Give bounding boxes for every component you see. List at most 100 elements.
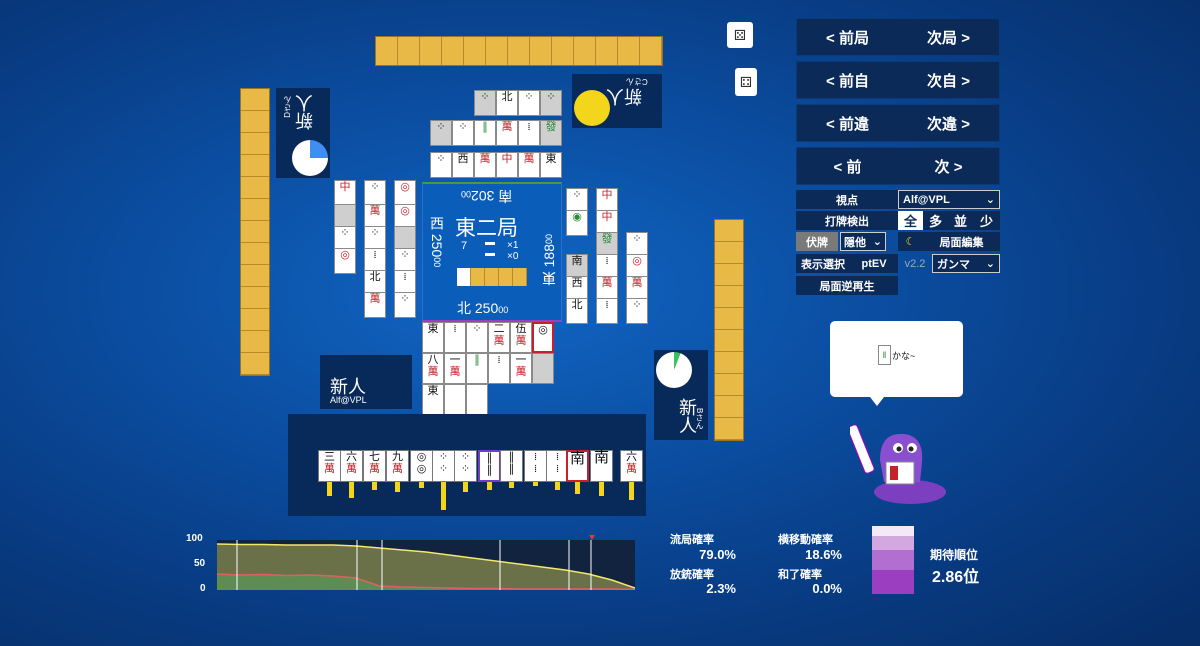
discard-tile: ⁞ xyxy=(596,254,618,280)
series-area xyxy=(217,574,635,590)
hidden-toggle[interactable]: 伏牌 xyxy=(796,232,838,251)
detect-many-button[interactable]: 多 xyxy=(923,211,948,230)
eval-bar xyxy=(419,482,424,488)
next-step-button[interactable]: 次 > xyxy=(934,158,963,176)
next-diff-button[interactable]: 次違 > xyxy=(927,115,970,133)
hidden-select[interactable]: 隠他 ⌄ xyxy=(840,232,886,251)
eval-bar xyxy=(327,482,332,496)
hand-tile[interactable]: 七萬 xyxy=(363,450,386,482)
discard-tile: ⁞ xyxy=(394,270,416,296)
prev-diff-button[interactable]: < 前違 xyxy=(826,115,869,133)
discard-tile: ⁘ xyxy=(364,180,386,206)
player-top-name: 新人 xyxy=(606,86,642,106)
center-panel: 南 30200 西 25000 東二局 7 ×1 ×0 東 18800 北 25… xyxy=(422,182,562,322)
hand-tile[interactable]: ◎◎ xyxy=(410,450,433,482)
hand-tile-top: 南 xyxy=(569,449,585,467)
discard-tile: 中 xyxy=(334,180,356,206)
discard-tile xyxy=(466,384,488,415)
ptev-button[interactable]: ptEV xyxy=(850,254,898,273)
prev-self-button[interactable]: < 前自 xyxy=(826,72,869,90)
hand-tile-top: ⁘ xyxy=(438,450,449,463)
hand-tile[interactable]: 六萬 xyxy=(620,450,643,482)
top-wall xyxy=(375,36,663,66)
player-left-pie xyxy=(292,140,328,176)
hand-tile[interactable]: 南 xyxy=(590,450,613,482)
detect-normal-button[interactable]: 並 xyxy=(948,211,973,230)
discard-tile: ◎ xyxy=(394,180,416,206)
player-left-name: 新人 xyxy=(295,94,315,130)
hand-tile-bottom: 萬 xyxy=(346,462,357,475)
eval-bar xyxy=(533,482,538,486)
eval-bar xyxy=(372,482,377,490)
discard-tile: ⁞ xyxy=(596,298,618,324)
discard-tile: 萬 xyxy=(364,292,386,318)
discard-tile: ⁘ xyxy=(474,90,496,116)
hand-tile-top: 九 xyxy=(392,450,403,463)
next-round-button[interactable]: 次局 > xyxy=(927,29,970,47)
discard-tile: 八萬 xyxy=(422,353,444,384)
display-select-button[interactable]: 表示選択 xyxy=(796,254,850,273)
discard-tile: ⁞ xyxy=(518,120,540,146)
probability-chart xyxy=(217,540,635,590)
dora-indicator-row xyxy=(457,268,527,286)
eval-bar xyxy=(395,482,400,492)
discard-tile: ‖ xyxy=(474,120,496,146)
player-left-box: 新人 Dさん xyxy=(276,88,330,178)
y-label-50: 50 xyxy=(194,558,206,569)
hand-tile-bottom: ⁘ xyxy=(438,462,449,475)
hand-tile[interactable]: 三萬 xyxy=(318,450,341,482)
hand-tile-top: ⁞ xyxy=(555,450,560,463)
hand-tile-bottom: ⁞ xyxy=(533,462,538,475)
hand-tile[interactable]: 六萬 xyxy=(340,450,363,482)
discard-tile: 東 xyxy=(422,384,444,415)
viewpoint-select[interactable]: Alf@VPL⌄ xyxy=(898,190,1000,209)
hand-tile[interactable]: 九萬 xyxy=(386,450,409,482)
hand-tile[interactable]: 南 xyxy=(566,450,589,482)
hand-tile-bottom: 萬 xyxy=(324,462,335,475)
discard-tile: 萬 xyxy=(518,152,540,178)
player-top-box: 新人 Cさん xyxy=(572,74,662,128)
hand-tile[interactable]: ⁞⁞ xyxy=(524,450,547,482)
hand-tile-top: 三 xyxy=(324,450,335,463)
prev-next-round: < 前局 次局 > xyxy=(796,18,1000,56)
detect-few-button[interactable]: 少 xyxy=(973,211,1000,230)
discard-tile: ⁘ xyxy=(626,298,648,324)
moon-icon[interactable]: ☾ xyxy=(898,232,923,251)
gamma-select[interactable]: ガンマ⌄ xyxy=(932,254,1000,273)
chevron-down-icon: ⌄ xyxy=(872,236,882,248)
round-label: 東二局 xyxy=(455,216,518,240)
y-label-100: 100 xyxy=(186,533,203,544)
win-prob-label: 和了確率 xyxy=(778,569,822,581)
hand-tile[interactable]: ⁘⁘ xyxy=(432,450,455,482)
south-score: 南 30200 xyxy=(461,188,513,204)
discard-tile: 東 xyxy=(422,322,444,353)
discard-tile: ⁘ xyxy=(430,120,452,146)
hidden-value: 隠他 xyxy=(844,236,866,249)
hand-tile-top: ‖ xyxy=(486,451,493,464)
hand-tile-top: ‖ xyxy=(508,450,515,463)
hand-tile[interactable]: ‖‖ xyxy=(478,450,501,482)
detect-all-button[interactable]: 全 xyxy=(898,211,923,230)
expected-rank-label: 期待順位 xyxy=(930,548,979,562)
discard-tile: ⁞ xyxy=(444,322,466,353)
prev-round-button[interactable]: < 前局 xyxy=(826,29,869,47)
prev-step-button[interactable]: < 前 xyxy=(833,158,862,176)
bubble-tail xyxy=(870,397,884,406)
replay-button[interactable]: 局面逆再生 xyxy=(796,276,898,295)
next-self-button[interactable]: 次自 > xyxy=(927,72,970,90)
viewpoint-value: Alf@VPL xyxy=(903,193,950,206)
hand-tile-top: 南 xyxy=(593,448,609,466)
board-edit-button[interactable]: 局面編集 xyxy=(923,232,1000,251)
eval-bar xyxy=(487,482,492,490)
eval-bar xyxy=(629,482,634,500)
prev-next-self: < 前自 次自 > xyxy=(796,61,1000,99)
discard-tile: ‖ xyxy=(466,353,488,384)
hand-tile-bottom: 萬 xyxy=(392,462,403,475)
left-wall xyxy=(240,88,270,376)
draw-prob-label: 流局確率 xyxy=(670,534,714,546)
eval-bar xyxy=(555,482,560,490)
hand-tile[interactable]: ‖‖ xyxy=(500,450,523,482)
hand-tile[interactable]: ⁘⁘ xyxy=(454,450,477,482)
speech-bubble: ‖ かな~ xyxy=(830,321,963,406)
deal-in-prob-value: 2.3% xyxy=(706,581,736,596)
